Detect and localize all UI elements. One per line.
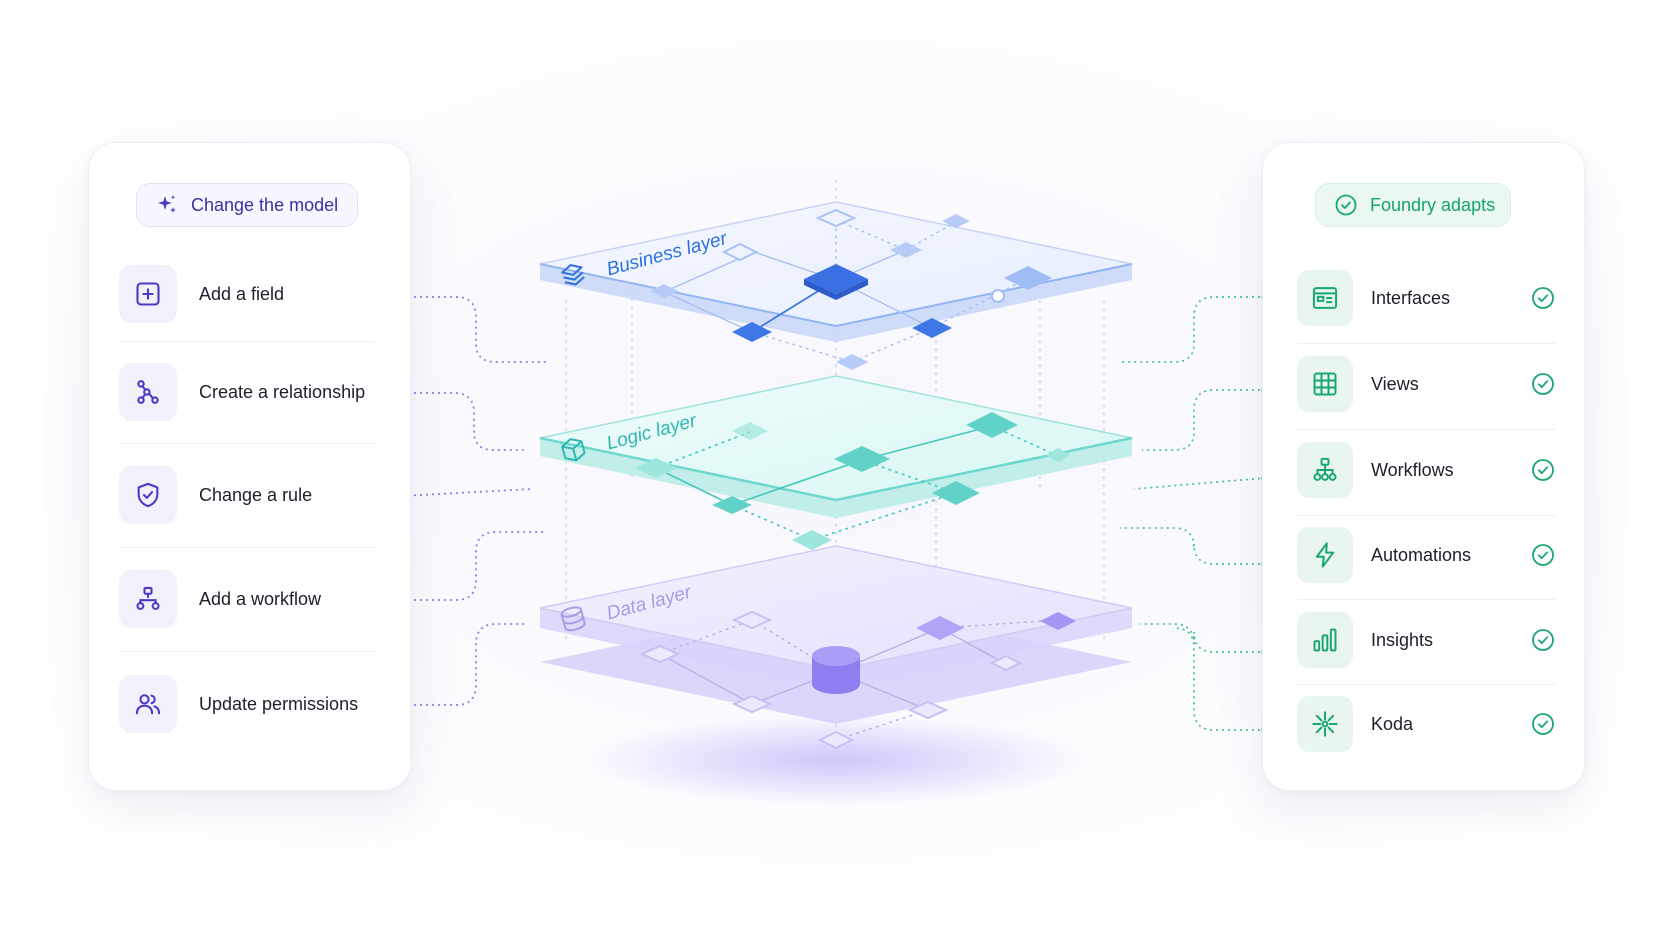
- stack-icon: [561, 264, 585, 286]
- database-icon: [560, 606, 586, 632]
- browser-window-icon: [1297, 270, 1353, 326]
- business-layer-plate: Business layer: [539, 201, 1133, 370]
- shield-check-icon: [119, 466, 177, 524]
- right-item-insights[interactable]: Insights: [1297, 612, 1555, 670]
- divider: [1297, 684, 1555, 685]
- left-item-label: Update permissions: [199, 694, 359, 714]
- right-item-label: Koda: [1371, 714, 1414, 734]
- logic-layer-plate: Logic layer: [539, 375, 1133, 550]
- users-icon: [119, 675, 177, 733]
- divider: [1297, 343, 1555, 344]
- change-model-panel: Change the model Add a field Create a re…: [88, 142, 411, 791]
- check-circle-icon: [1532, 373, 1554, 395]
- grid-table-icon: [1297, 356, 1353, 412]
- sparkle-burst-icon: [1297, 696, 1353, 752]
- left-item-add-workflow[interactable]: Add a workflow: [119, 570, 374, 630]
- check-circle-icon: [1532, 459, 1554, 481]
- left-item-label: Create a relationship: [199, 382, 366, 402]
- right-item-views[interactable]: Views: [1297, 356, 1555, 414]
- workflow-icon: [1297, 442, 1353, 498]
- divider: [1297, 429, 1555, 430]
- left-item-add-field[interactable]: Add a field: [119, 265, 374, 325]
- right-item-interfaces[interactable]: Interfaces: [1297, 270, 1555, 328]
- change-model-chip-label: Change the model: [191, 194, 339, 215]
- check-circle-icon: [1532, 629, 1554, 651]
- database-cylinder: [812, 646, 860, 694]
- foundry-adapts-chip-label: Foundry adapts: [1370, 194, 1496, 215]
- left-item-label: Change a rule: [199, 485, 313, 505]
- divider: [1297, 515, 1555, 516]
- left-item-create-relationship[interactable]: Create a relationship: [119, 363, 374, 423]
- left-item-update-permissions[interactable]: Update permissions: [119, 675, 374, 735]
- plus-square-icon: [119, 265, 177, 323]
- lightning-icon: [1297, 527, 1353, 583]
- divider: [119, 651, 374, 652]
- check-circle-icon: [1532, 544, 1554, 566]
- right-item-automations[interactable]: Automations: [1297, 527, 1555, 585]
- check-circle-icon: [1532, 713, 1554, 735]
- foundry-adapts-chip[interactable]: Foundry adapts: [1315, 183, 1511, 227]
- right-connectors: [1120, 296, 1267, 731]
- divider: [119, 443, 374, 444]
- divider: [119, 341, 374, 342]
- left-item-label: Add a workflow: [199, 589, 322, 609]
- change-model-chip[interactable]: Change the model: [136, 183, 358, 227]
- right-item-label: Views: [1371, 374, 1419, 394]
- left-connectors: [401, 296, 546, 706]
- right-item-label: Workflows: [1371, 460, 1454, 480]
- divider: [1297, 599, 1555, 600]
- left-item-change-rule[interactable]: Change a rule: [119, 466, 374, 526]
- stack-glow: [586, 715, 1086, 805]
- right-item-workflows[interactable]: Workflows: [1297, 442, 1555, 500]
- data-layer-plate: Data layer: [539, 545, 1133, 750]
- right-item-koda[interactable]: Koda: [1297, 696, 1555, 754]
- right-item-label: Automations: [1371, 545, 1472, 565]
- check-circle-icon: [1532, 287, 1554, 309]
- check-circle-icon: [1334, 193, 1358, 217]
- relationship-graph-icon: [119, 363, 177, 421]
- left-item-label: Add a field: [199, 284, 285, 304]
- bar-chart-icon: [1297, 612, 1353, 668]
- foundry-adapts-panel: Foundry adapts Interfaces Views Workflow…: [1262, 142, 1585, 791]
- right-item-label: Insights: [1371, 630, 1434, 650]
- right-item-label: Interfaces: [1371, 288, 1451, 308]
- workflow-icon: [119, 570, 177, 628]
- cube-icon: [561, 438, 586, 462]
- sparkles-icon: [155, 193, 179, 217]
- divider: [119, 547, 374, 548]
